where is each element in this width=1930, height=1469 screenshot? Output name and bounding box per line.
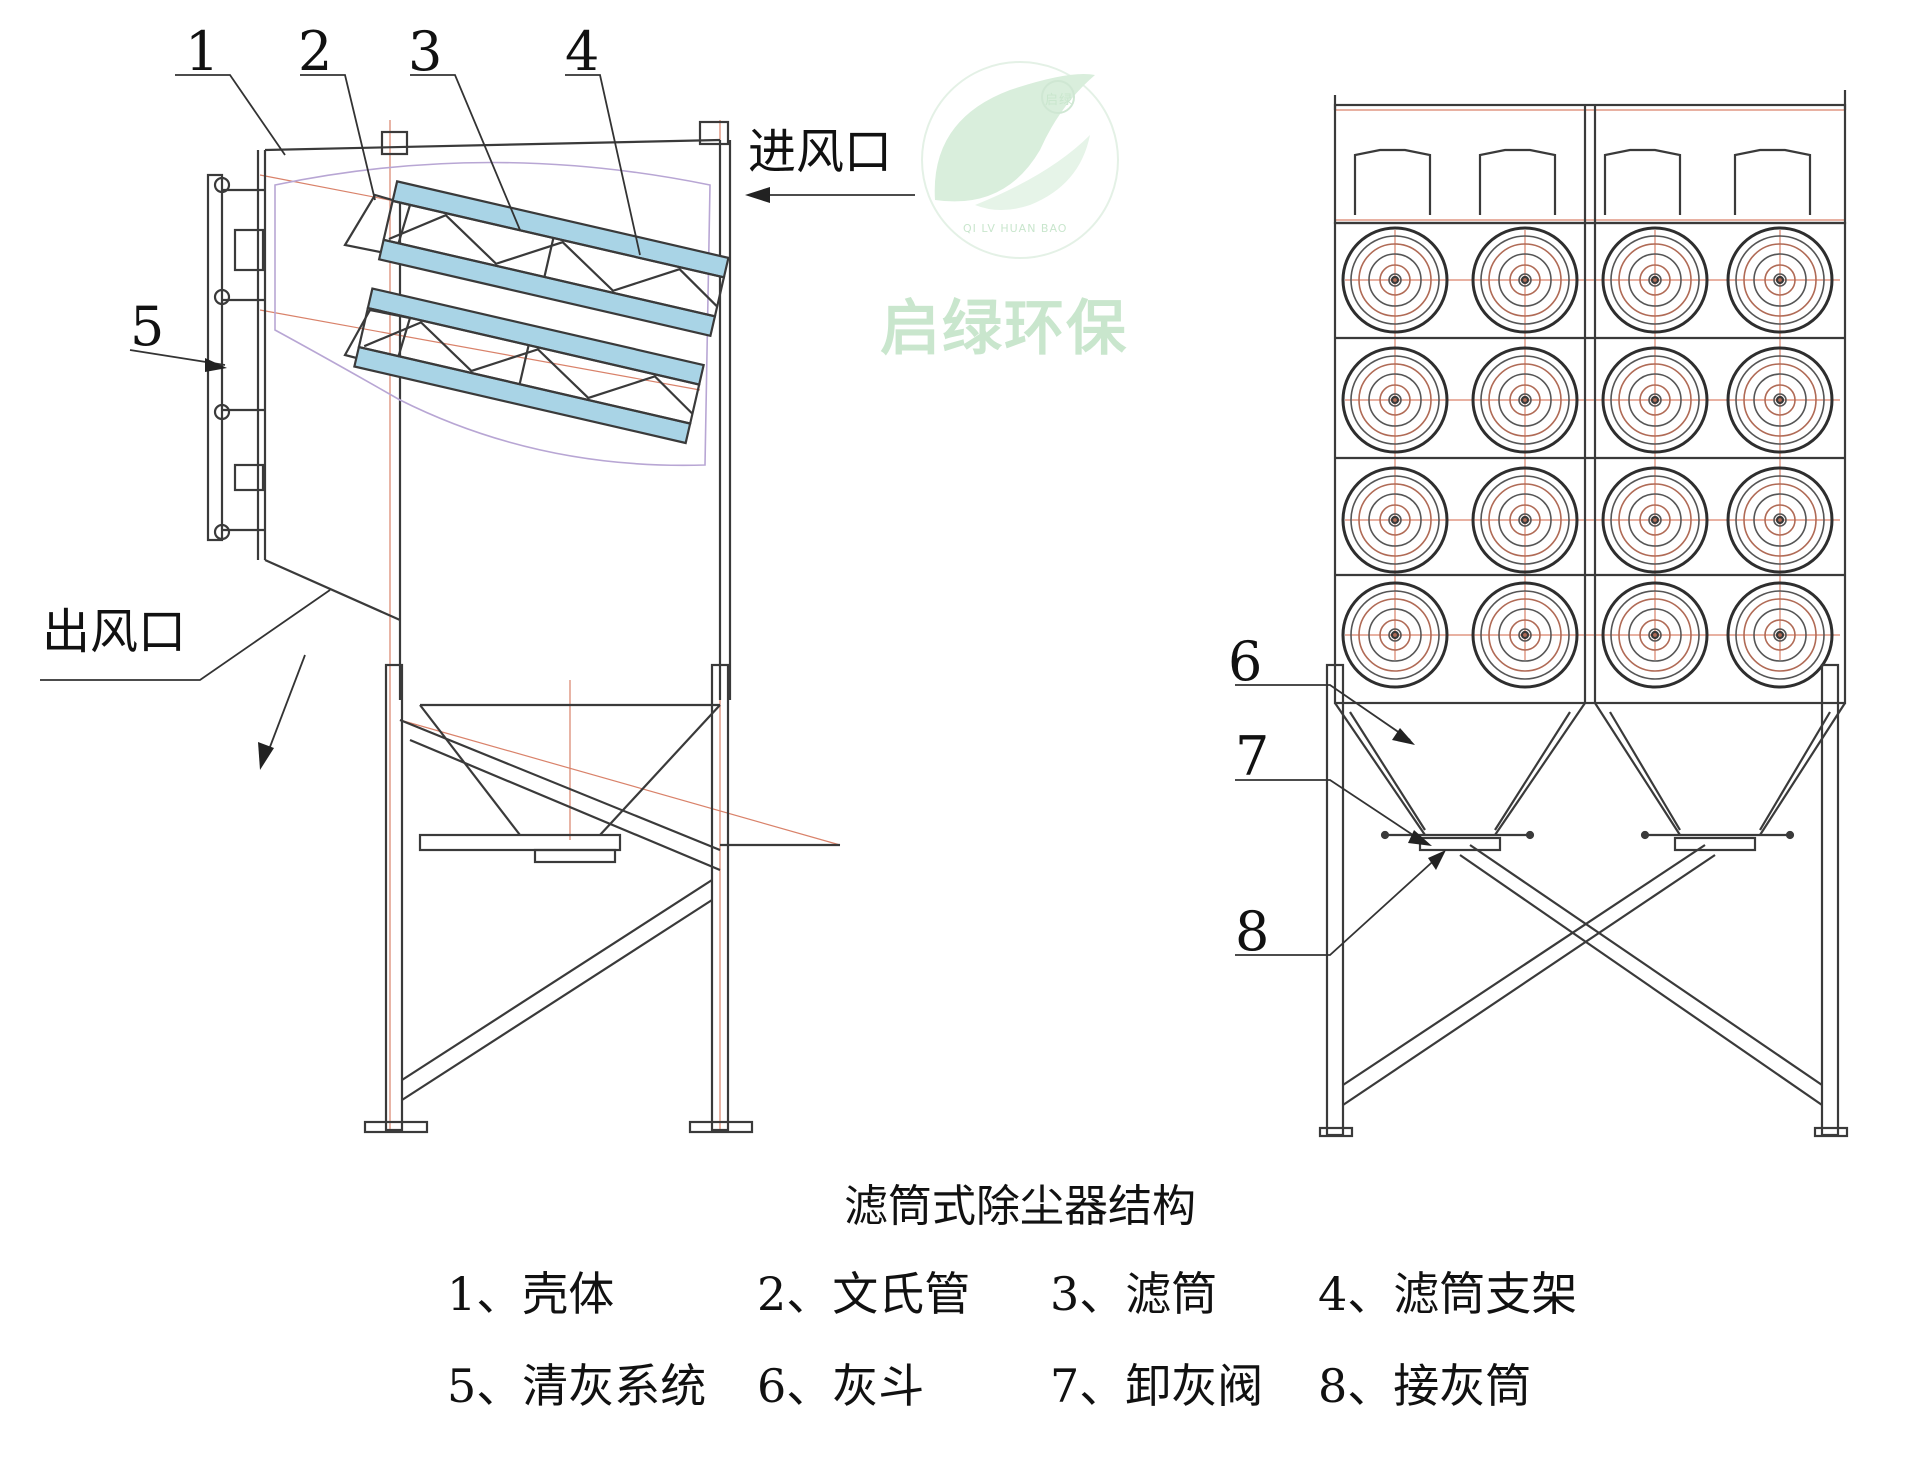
callout-5: 5 bbox=[130, 295, 165, 358]
cartridge-end bbox=[1726, 466, 1834, 574]
watermark-brand: 启绿环保 bbox=[880, 294, 1128, 364]
hopper-front bbox=[1334, 702, 1846, 836]
cartridge-end bbox=[1341, 346, 1449, 454]
legend-item: 4、滤筒支架 bbox=[1318, 1258, 1577, 1324]
legend-label: 接灰筒 bbox=[1393, 1359, 1532, 1413]
legend-number: 4、 bbox=[1318, 1267, 1394, 1321]
cartridge-end bbox=[1726, 226, 1834, 334]
legend-item: 5、清灰系统 bbox=[447, 1350, 706, 1416]
cartridge-end bbox=[1601, 346, 1709, 454]
filter-support bbox=[388, 213, 718, 308]
legend-label: 清灰系统 bbox=[522, 1359, 707, 1413]
legend-item: 7、卸灰阀 bbox=[1050, 1350, 1263, 1416]
cartridge-end bbox=[1341, 581, 1449, 689]
legend-number: 3、 bbox=[1050, 1267, 1126, 1321]
cartridge-end bbox=[1471, 466, 1579, 574]
cartridge-end bbox=[1601, 581, 1709, 689]
filter-cartridges bbox=[353, 180, 730, 445]
cartridge-end bbox=[1341, 466, 1449, 574]
outlet-label: 出风口 bbox=[42, 604, 187, 660]
cartridge-end bbox=[1471, 581, 1579, 689]
watermark-badge: 启绿 bbox=[1045, 93, 1074, 108]
callout-8: 8 bbox=[1235, 900, 1270, 963]
callout-1: 1 bbox=[185, 20, 220, 83]
legend-label: 壳体 bbox=[522, 1267, 615, 1321]
hopper-side bbox=[418, 703, 721, 864]
legend-label: 灰斗 bbox=[832, 1359, 925, 1413]
filter-support bbox=[363, 321, 694, 415]
callout-3: 3 bbox=[408, 20, 443, 83]
cartridge-grid bbox=[1341, 226, 1834, 689]
legend-number: 6、 bbox=[757, 1359, 833, 1413]
legend-number: 2、 bbox=[757, 1267, 833, 1321]
cartridge-end bbox=[1471, 226, 1579, 334]
callout-7: 7 bbox=[1235, 725, 1270, 788]
front-support-frame bbox=[1318, 663, 1849, 1138]
legend-item: 8、接灰筒 bbox=[1318, 1350, 1531, 1416]
cartridge-end bbox=[1726, 581, 1834, 689]
legend-item: 6、灰斗 bbox=[757, 1350, 924, 1416]
cartridge-end bbox=[1726, 346, 1834, 454]
legend-number: 5、 bbox=[447, 1359, 523, 1413]
housing bbox=[264, 120, 732, 700]
caption-title: 滤筒式除尘器结构 bbox=[844, 1181, 1196, 1232]
legend-number: 1、 bbox=[447, 1267, 523, 1321]
callout-2: 2 bbox=[298, 20, 333, 83]
legend-item: 2、文氏管 bbox=[757, 1258, 970, 1324]
watermark-logo bbox=[921, 61, 1119, 259]
legend-number: 8、 bbox=[1318, 1359, 1394, 1413]
cartridge-end bbox=[1341, 226, 1449, 334]
leader-lines bbox=[40, 74, 915, 761]
legend-item: 1、壳体 bbox=[447, 1258, 614, 1324]
front-view-drawing bbox=[1235, 90, 1849, 1138]
support-frame bbox=[363, 663, 840, 1134]
plenum-hatches bbox=[1353, 148, 1812, 215]
legend-label: 滤筒 bbox=[1125, 1267, 1218, 1321]
legend-item: 3、滤筒 bbox=[1050, 1258, 1217, 1324]
front-leader-lines bbox=[1235, 684, 1441, 956]
side-view-drawing bbox=[40, 74, 915, 1134]
legend-label: 卸灰阀 bbox=[1125, 1359, 1264, 1413]
callout-4: 4 bbox=[565, 20, 600, 83]
watermark-latin: QI LV HUAN BAO bbox=[963, 222, 1068, 235]
legend-label: 文氏管 bbox=[832, 1267, 971, 1321]
callout-6: 6 bbox=[1228, 630, 1263, 693]
legend-number: 7、 bbox=[1050, 1359, 1126, 1413]
inlet-label: 进风口 bbox=[748, 124, 893, 180]
cartridge-end bbox=[1471, 346, 1579, 454]
cartridge-end bbox=[1601, 466, 1709, 574]
discharge-valves bbox=[1380, 830, 1795, 852]
cartridge-end bbox=[1601, 226, 1709, 334]
cleaning-system bbox=[206, 150, 267, 560]
legend-label: 滤筒支架 bbox=[1393, 1267, 1578, 1321]
